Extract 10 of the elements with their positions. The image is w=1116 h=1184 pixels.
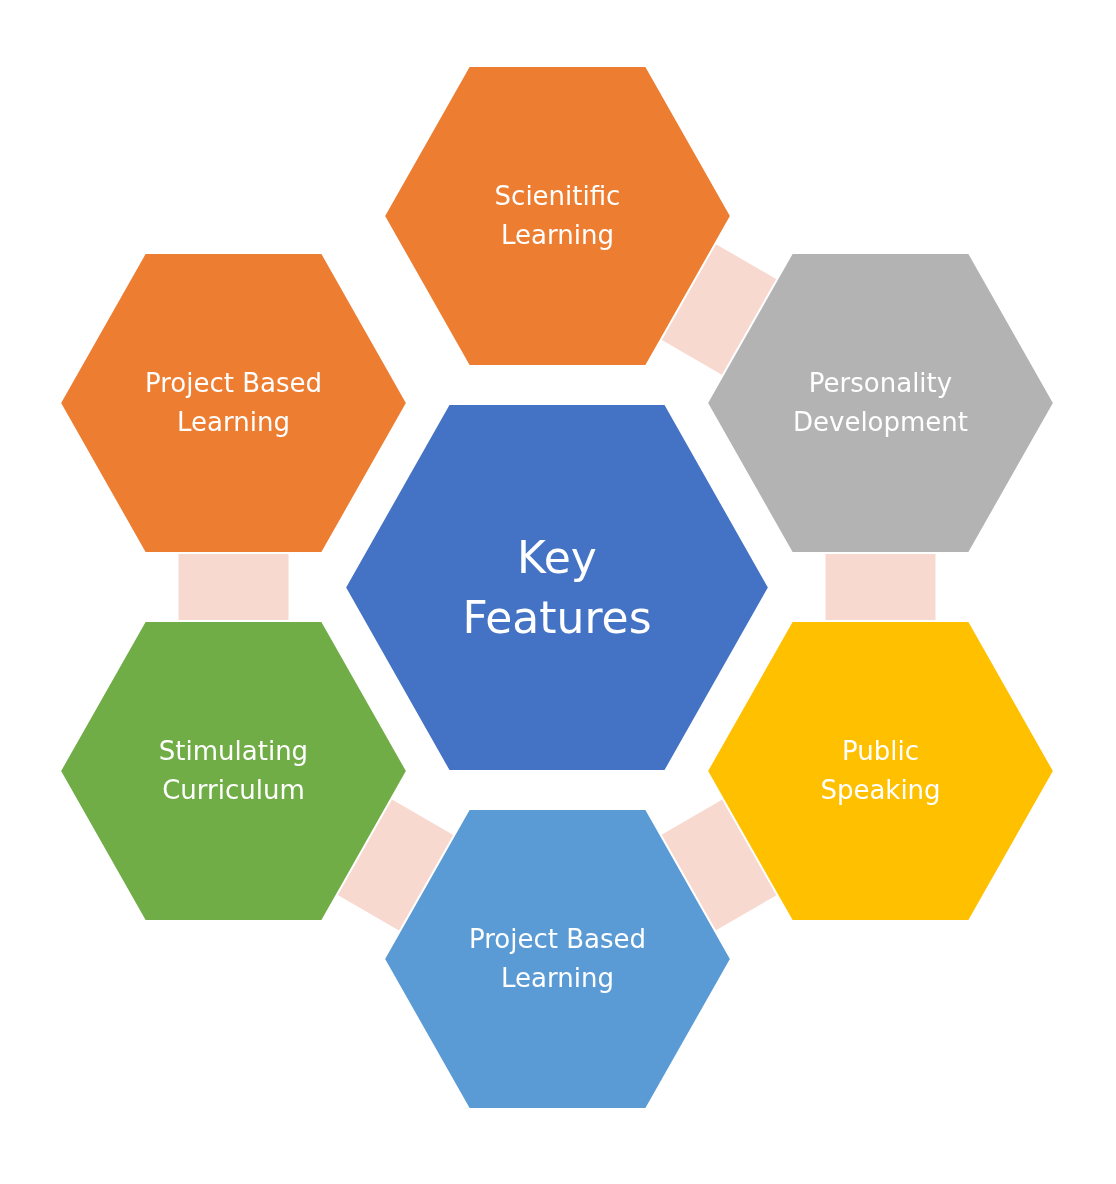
hexagon-label: Project Based Learning: [143, 367, 323, 439]
hexagon-label: Scienitific Learning: [493, 180, 622, 252]
hexagon-label: Public Speaking: [819, 735, 942, 807]
connector-band: [825, 553, 936, 621]
hexagon-label: Personality Development: [792, 367, 969, 439]
hexagon-label: Stimulating Curriculum: [157, 735, 310, 807]
hexagon-label: Key Features: [461, 531, 653, 645]
hexagon-label: Project Based Learning: [467, 923, 647, 995]
connector-band: [660, 799, 778, 931]
connector-band: [178, 553, 289, 621]
